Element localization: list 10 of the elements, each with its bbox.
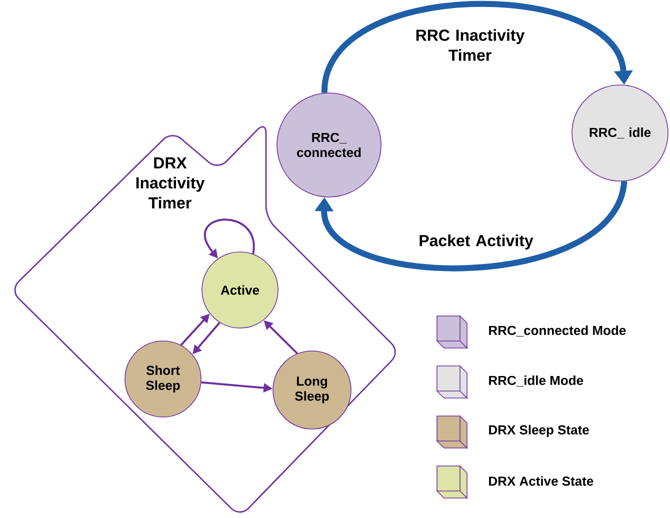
callout-bubble <box>14 126 396 513</box>
edge-label: Packet Activity <box>420 234 534 250</box>
edge-label: DRX Inactivity Timer <box>136 157 205 209</box>
arrow <box>314 180 628 271</box>
legend-label: RRC_connected Mode <box>489 325 626 336</box>
edge-label: RRC Inactivity Timer <box>416 29 525 61</box>
legend-label: DRX Active State <box>489 476 594 486</box>
legend-label: DRX Sleep State <box>489 424 589 438</box>
legend-label: RRC_idle Mode <box>489 375 584 386</box>
arrow <box>322 1 633 94</box>
